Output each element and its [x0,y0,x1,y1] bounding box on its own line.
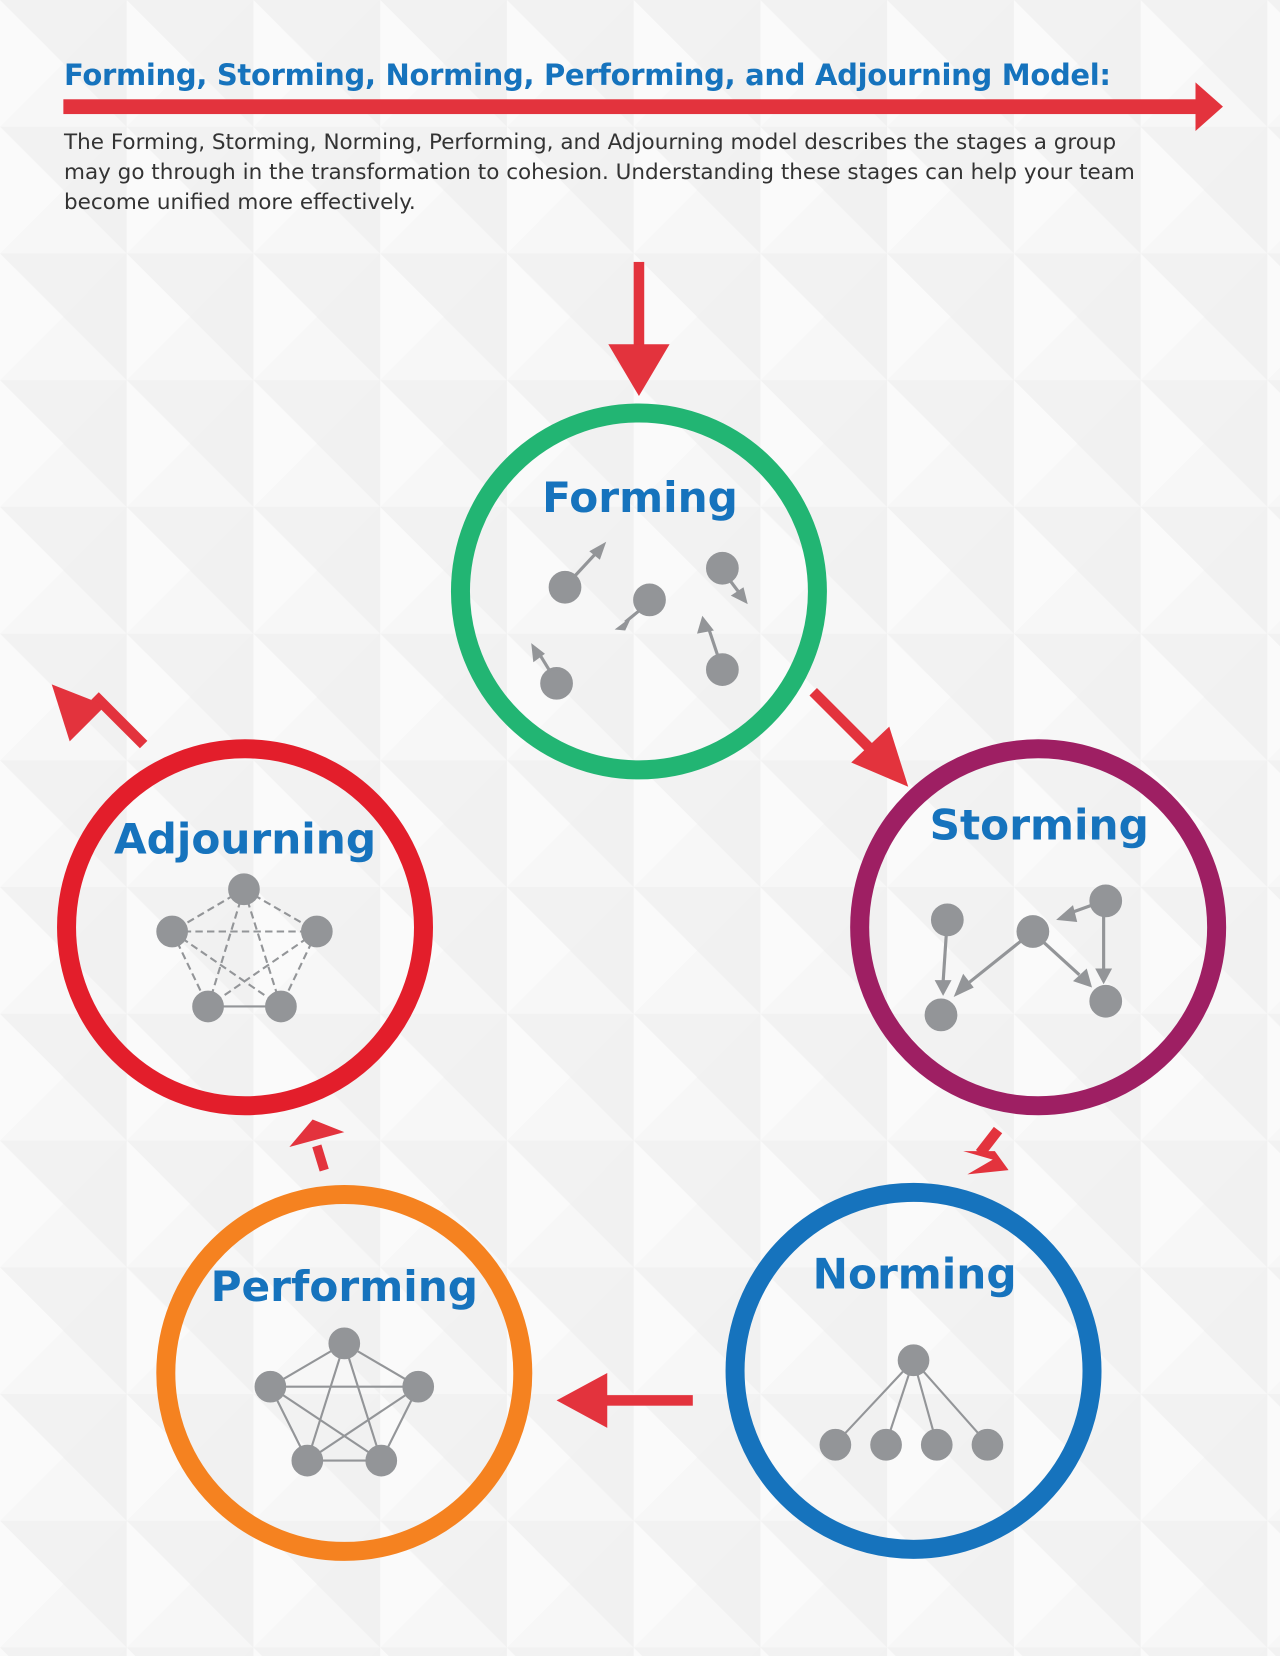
stage-norming: Norming [725,1182,1102,1559]
stage-adjourning: Adjourning [57,739,434,1116]
page-title: Forming, Storming, Norming, Performing, … [64,58,1111,92]
hierarchy-tree-icon [819,1344,1004,1461]
arrow-storming-to-norming-icon [963,1126,1009,1175]
stage-storming: Storming [850,739,1227,1116]
description: The Forming, Storming, Norming, Performi… [64,130,1135,215]
arrow-forming-to-storming-icon [809,688,909,787]
performing-ring [156,1184,533,1561]
stage-performing: Performing [156,1184,533,1561]
scattered-nodes-icon [531,541,748,700]
performing-label: Performing [211,1262,478,1311]
fully-connected-network-icon [254,1327,435,1477]
forming-label: Forming [542,473,738,522]
entry-arrow-icon [608,261,670,397]
conflict-arrows-icon [924,884,1123,1032]
arrow-norming-to-performing-icon [556,1372,693,1428]
storming-label: Storming [930,801,1149,850]
storming-ring [850,739,1227,1116]
norming-ring [725,1182,1102,1559]
arrow-performing-to-adjourning-icon [289,1119,345,1172]
header-arrow-icon [63,82,1223,131]
exit-arrow-icon [51,684,148,749]
forming-ring [450,403,827,780]
adjourning-ring [57,739,434,1116]
dashed-network-icon [156,873,333,1023]
adjourning-label: Adjourning [114,814,376,863]
flow-arrows [51,261,1009,1428]
norming-label: Norming [813,1249,1017,1298]
stage-forming: Forming [450,403,827,780]
